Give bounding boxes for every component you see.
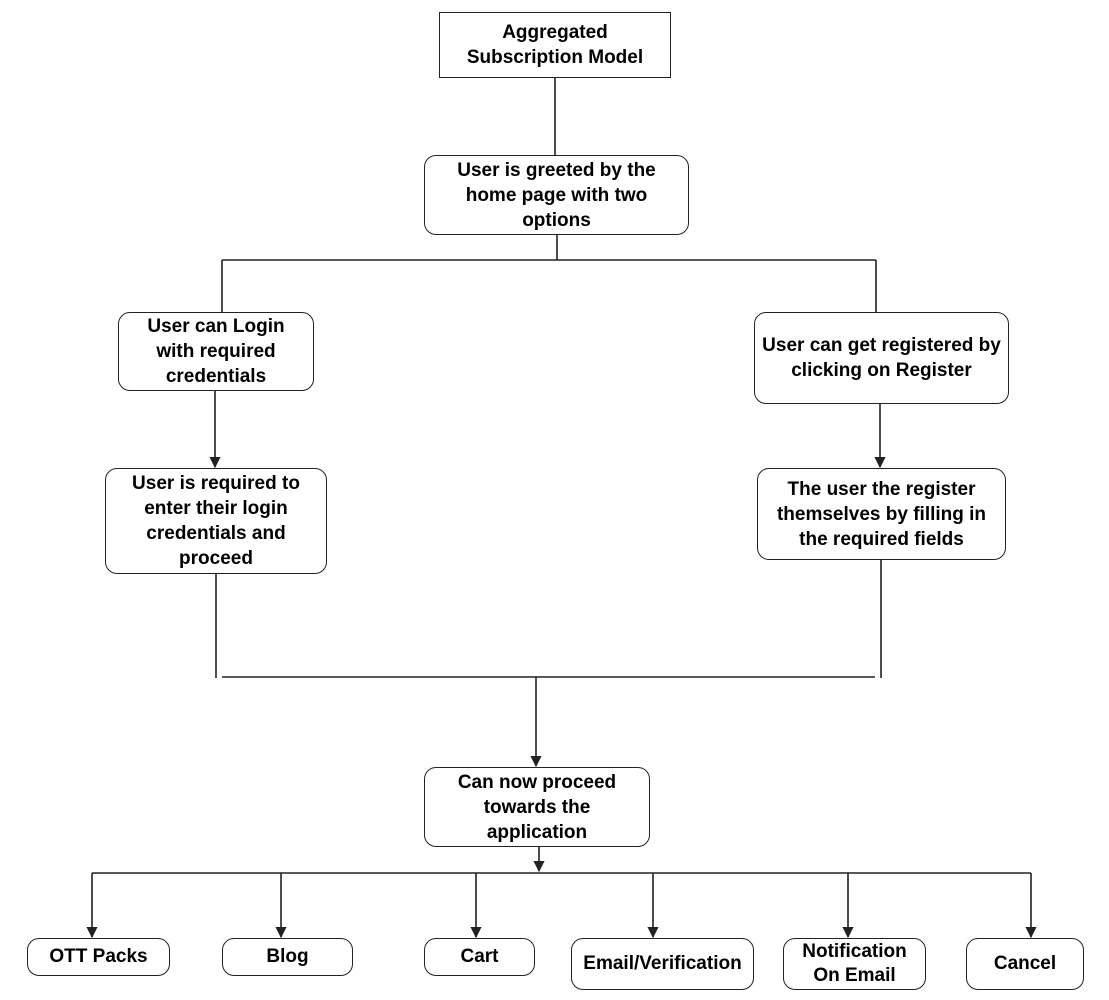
option-cart-label: Cart — [460, 946, 499, 967]
option-cart: Cart — [424, 938, 535, 976]
node-login-credentials: User is required to enter their login cr… — [105, 468, 327, 574]
node-register-fields-label: The user the register themselves by fill… — [776, 478, 987, 550]
node-register-fields: The user the register themselves by fill… — [757, 468, 1006, 560]
option-cancel-label: Cancel — [993, 953, 1057, 974]
node-login-label: User can Login with required credentials — [147, 316, 285, 387]
option-notification-on-email-label: Notification On Email — [802, 941, 907, 986]
node-proceed-label: Can now proceed towards the application — [457, 771, 617, 843]
node-login-credentials-label: User is required to enter their login cr… — [132, 473, 300, 569]
node-register: User can get registered by clicking on R… — [754, 312, 1009, 404]
option-blog: Blog — [222, 938, 353, 976]
option-cancel: Cancel — [966, 938, 1084, 990]
node-proceed: Can now proceed towards the application — [424, 767, 650, 847]
node-home-page: User is greeted by the home page with tw… — [424, 155, 689, 235]
option-email-verification-label: Email/Verification — [583, 953, 742, 974]
option-ott-packs-label: OTT Packs — [49, 946, 148, 967]
node-home-page-label: User is greeted by the home page with tw… — [457, 159, 656, 231]
option-ott-packs: OTT Packs — [27, 938, 170, 976]
node-login: User can Login with required credentials — [118, 312, 314, 391]
option-email-verification: Email/Verification — [571, 938, 754, 990]
node-register-label: User can get registered by clicking on R… — [762, 335, 1001, 381]
option-blog-label: Blog — [266, 946, 309, 967]
option-notification-on-email: Notification On Email — [783, 938, 926, 990]
node-root: Aggregated Subscription Model — [439, 12, 671, 78]
node-root-label: Aggregated Subscription Model — [466, 22, 644, 68]
